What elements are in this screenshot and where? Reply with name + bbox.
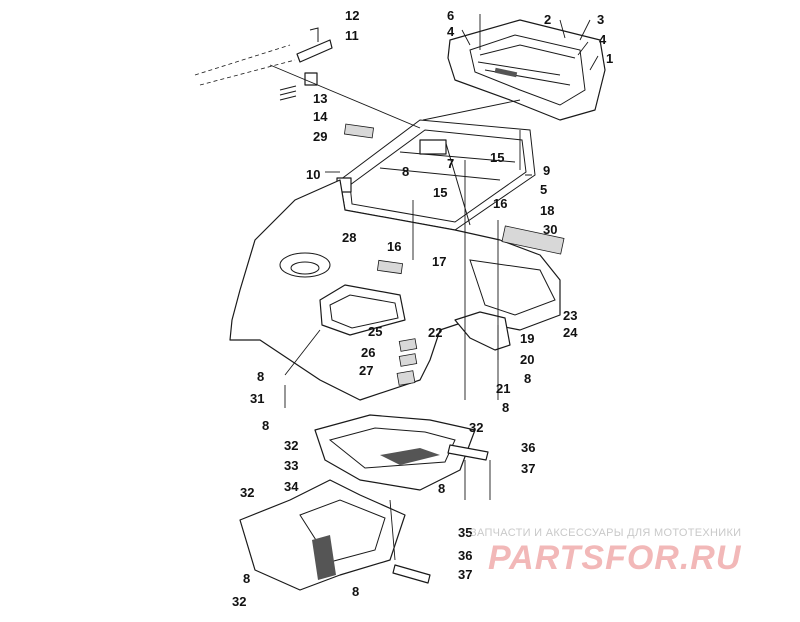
- hardware-small: [279, 27, 565, 584]
- callout-label: 24: [563, 325, 578, 340]
- callout-label: 20: [520, 352, 534, 367]
- callout-label: 9: [543, 163, 550, 178]
- callout-label: 11: [345, 28, 359, 43]
- callout-label: 35: [458, 525, 472, 540]
- callout-label: 22: [428, 325, 442, 340]
- callout-label: 27: [359, 363, 373, 378]
- callout-label: 8: [502, 400, 509, 415]
- callout-label: 31: [250, 391, 264, 406]
- callout-label: 34: [284, 479, 299, 494]
- callout-label: 4: [447, 24, 455, 39]
- callout-label: 21: [496, 381, 510, 396]
- callout-label: 17: [432, 254, 446, 269]
- callout-label: 29: [313, 129, 327, 144]
- callout-label: 32: [284, 438, 298, 453]
- callout-label: 23: [563, 308, 577, 323]
- callout-label: 36: [521, 440, 535, 455]
- watermark-brand: PARTSFOR.RU: [488, 539, 742, 577]
- callout-label: 7: [447, 156, 454, 171]
- left-footwell: [239, 479, 406, 591]
- callout-label: 1: [606, 51, 613, 66]
- callout-label: 15: [433, 185, 447, 200]
- callout-label: 16: [387, 239, 401, 254]
- callout-label: 8: [438, 481, 445, 496]
- callout-label: 8: [243, 571, 250, 586]
- callout-label: 2: [544, 12, 551, 27]
- callout-label: 37: [521, 461, 535, 476]
- callout-label: 33: [284, 458, 298, 473]
- callout-labels: 1 2 3 4 4 5 6 7 8 8 8 8 8 8 8 8 9 10 11 …: [232, 8, 613, 609]
- callout-label: 4: [599, 32, 607, 47]
- leader-lines: [194, 14, 599, 561]
- callout-label: 5: [540, 182, 547, 197]
- callout-label: 8: [257, 369, 264, 384]
- callout-label: 10: [306, 167, 320, 182]
- rear-fender-body: [229, 179, 561, 401]
- callout-label: 8: [402, 164, 409, 179]
- callout-label: 18: [540, 203, 554, 218]
- rear-rack-topper: [447, 19, 606, 121]
- watermark: ЗАПЧАСТИ И АКСЕССУАРЫ ДЛЯ МОТОТЕХНИКИ PA…: [470, 527, 790, 577]
- callout-label: 26: [361, 345, 375, 360]
- callout-label: 3: [597, 12, 604, 27]
- callout-label: 19: [520, 331, 534, 346]
- callout-label: 15: [490, 150, 504, 165]
- callout-label: 16: [493, 196, 507, 211]
- callout-label: 30: [543, 222, 557, 237]
- callout-label: 37: [458, 567, 472, 582]
- callout-label: 8: [524, 371, 531, 386]
- callout-label: 8: [352, 584, 359, 599]
- callout-label: 32: [469, 420, 483, 435]
- callout-label: 25: [368, 324, 382, 339]
- callout-label: 32: [240, 485, 254, 500]
- callout-label: 8: [262, 418, 269, 433]
- callout-label: 14: [313, 109, 328, 124]
- callout-label: 28: [342, 230, 356, 245]
- callout-label: 36: [458, 548, 472, 563]
- front-footwell: [314, 414, 476, 491]
- callout-label: 13: [313, 91, 327, 106]
- callout-label: 12: [345, 8, 359, 23]
- side-panel-right: [454, 311, 511, 351]
- watermark-tagline: ЗАПЧАСТИ И АКСЕССУАРЫ ДЛЯ МОТОТЕХНИКИ: [470, 527, 742, 539]
- callout-label: 32: [232, 594, 246, 609]
- callout-label: 6: [447, 8, 454, 23]
